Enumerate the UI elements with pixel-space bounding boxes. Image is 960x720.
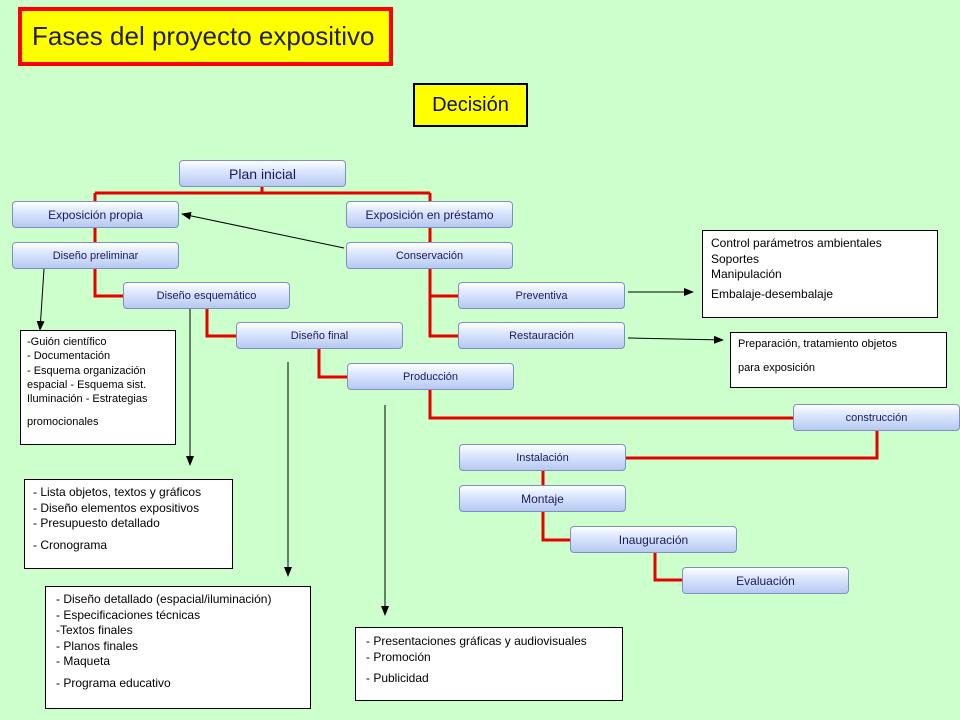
decision-text: Decisión bbox=[432, 93, 509, 116]
note-line: espacial - Esquema sist. bbox=[27, 378, 147, 391]
connector-conservacion-preventiva bbox=[428, 269, 458, 298]
note-line: - Presupuesto detallado bbox=[33, 516, 160, 531]
note-line: - Presentaciones gráficas y audiovisuale… bbox=[366, 634, 587, 648]
node-label: Inauguración bbox=[618, 532, 689, 547]
node-construccion: construcción bbox=[793, 404, 960, 431]
node-diseno-esquematico: Diseño esquemático bbox=[123, 282, 290, 309]
note-line: - Esquema organización bbox=[27, 364, 146, 377]
node-label: Producción bbox=[402, 370, 459, 383]
node-conservacion: Conservación bbox=[346, 242, 513, 269]
node-montaje: Montaje bbox=[459, 485, 626, 512]
black-arrows bbox=[36, 211, 724, 616]
node-label: Restauración bbox=[509, 329, 574, 342]
note-line: Preparación, tratamiento objetos bbox=[738, 338, 897, 350]
note-line: -Textos finales bbox=[56, 623, 133, 638]
node-produccion: Producción bbox=[347, 363, 514, 390]
note-line: -Guión científico bbox=[27, 336, 107, 348]
note-line: - Programa educativo bbox=[56, 675, 171, 690]
note-presentaciones: - Presentaciones gráficas y audiovisuale… bbox=[355, 627, 623, 701]
note-preparacion: Preparación, tratamiento objetos para ex… bbox=[730, 332, 947, 388]
node-restauracion: Restauración bbox=[458, 322, 625, 349]
page-title: Fases del proyecto expositivo bbox=[18, 7, 393, 66]
note-line: Control parámetros ambientales bbox=[711, 236, 882, 250]
note-line: - Lista objetos, textos y gráficos bbox=[33, 485, 202, 499]
arrow-conservacion-to-propia bbox=[181, 211, 345, 249]
connector-esquematico-final bbox=[205, 309, 236, 338]
connector-preliminar-esquematico bbox=[93, 269, 123, 298]
node-instalacion: Instalación bbox=[459, 444, 626, 471]
note-line: - Documentación bbox=[27, 350, 111, 363]
arrow-restauracion-to-preparacion bbox=[627, 335, 724, 344]
node-label: Diseño preliminar bbox=[52, 249, 139, 262]
connector-conservacion-restauracion bbox=[428, 296, 458, 338]
red-connectors bbox=[93, 187, 879, 582]
arrow-preliminar-to-guion bbox=[36, 268, 45, 331]
note-line: Manipulación bbox=[711, 267, 782, 282]
note-line: - Diseño detallado (espacial/iluminación… bbox=[56, 592, 272, 606]
node-label: Montaje bbox=[521, 491, 564, 506]
node-plan-inicial: Plan inicial bbox=[179, 160, 346, 187]
node-label: Exposición propia bbox=[48, 207, 143, 222]
note-guion: -Guión científico - Documentación - Esqu… bbox=[20, 330, 176, 445]
connector-montaje-inauguracion bbox=[541, 512, 570, 542]
note-line: promocionales bbox=[27, 416, 99, 429]
connector-inauguracion-evaluacion bbox=[653, 553, 682, 582]
node-diseno-final: Diseño final bbox=[236, 322, 403, 349]
note-line: - Publicidad bbox=[366, 671, 429, 686]
note-line: - Especificaciones técnicas bbox=[56, 607, 201, 622]
decision-label: Decisión bbox=[413, 83, 528, 127]
node-label: Instalación bbox=[516, 451, 569, 464]
node-exposicion-propia: Exposición propia bbox=[12, 201, 179, 228]
node-exposicion-prestamo: Exposición en préstamo bbox=[346, 201, 513, 228]
note-line: - Cronograma bbox=[33, 537, 108, 552]
note-lista: - Lista objetos, textos y gráficos - Dis… bbox=[24, 479, 233, 569]
note-line: Soportes bbox=[711, 251, 760, 266]
note-line: - Planos finales bbox=[56, 638, 139, 653]
note-line: para exposición bbox=[738, 362, 816, 375]
node-evaluacion: Evaluación bbox=[682, 567, 849, 594]
connector-plan-branches bbox=[93, 187, 432, 201]
note-line: - Promoción bbox=[366, 649, 431, 664]
node-label: Diseño final bbox=[290, 329, 349, 342]
note-line: - Diseño elementos expositivos bbox=[33, 500, 200, 515]
node-preventiva: Preventiva bbox=[458, 282, 625, 309]
node-label: Exposición en préstamo bbox=[365, 207, 494, 222]
note-line: - Maqueta bbox=[56, 654, 111, 669]
page-title-text: Fases del proyecto expositivo bbox=[32, 21, 375, 51]
note-line: Iluminación - Estrategias bbox=[27, 393, 148, 406]
node-label: Evaluación bbox=[736, 573, 795, 588]
connector-construccion-instalacion bbox=[626, 431, 879, 460]
node-label: Diseño esquemático bbox=[156, 289, 257, 302]
node-label: Preventiva bbox=[515, 289, 568, 302]
node-inauguracion: Inauguración bbox=[570, 526, 737, 553]
note-control: Control parámetros ambientales Soportes … bbox=[702, 230, 938, 318]
connector-produccion-construccion bbox=[428, 390, 793, 420]
note-line: Embalaje-desembalaje bbox=[711, 286, 834, 301]
node-label: Plan inicial bbox=[229, 165, 296, 182]
node-diseno-preliminar: Diseño preliminar bbox=[12, 242, 179, 269]
note-detallado: - Diseño detallado (espacial/iluminación… bbox=[45, 586, 311, 709]
node-label: Conservación bbox=[395, 249, 464, 262]
node-label: construcción bbox=[845, 411, 908, 424]
connector-final-produccion bbox=[317, 349, 347, 379]
